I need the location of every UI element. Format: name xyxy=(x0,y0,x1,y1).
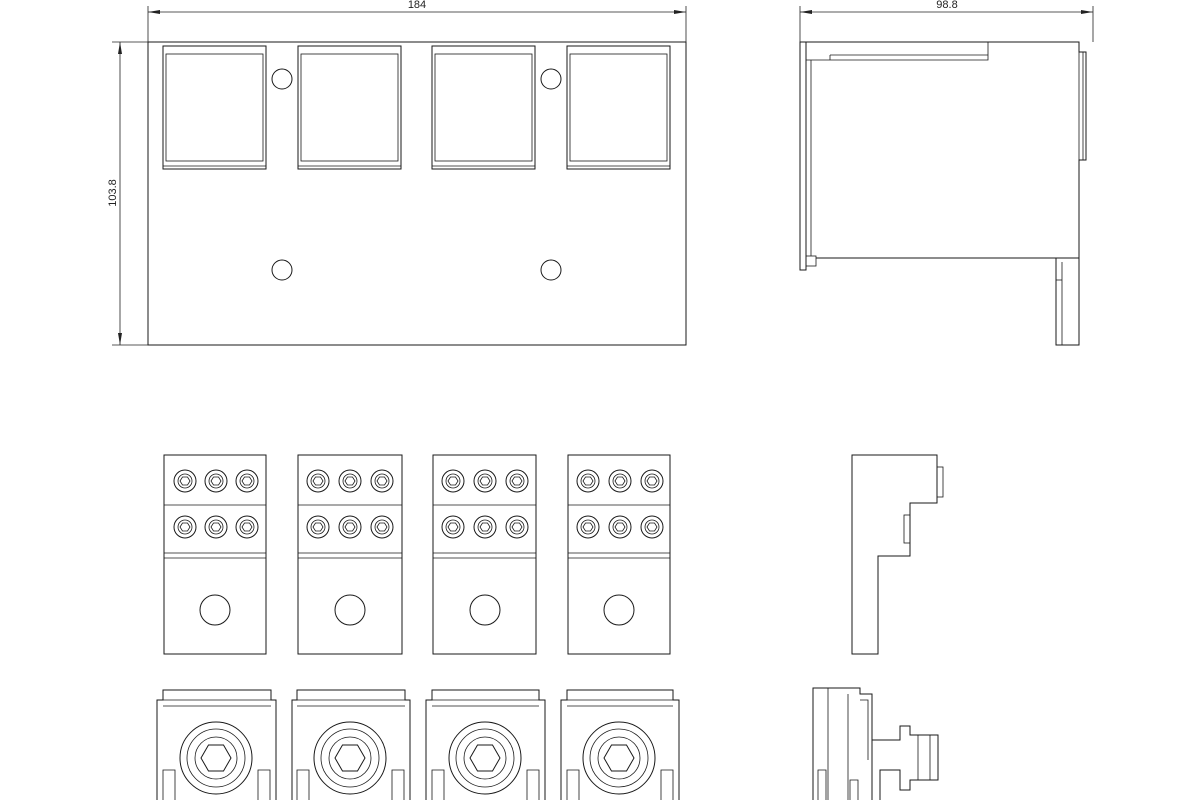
height-dimension-label: 103.8 xyxy=(107,179,119,207)
screw-icon xyxy=(306,469,330,493)
hex-bolt-icon xyxy=(448,721,522,795)
screw-icon xyxy=(173,469,197,493)
hex-bolt-icon xyxy=(179,721,253,795)
screw-icon xyxy=(576,515,600,539)
screw-icon xyxy=(505,469,529,493)
screw-icon xyxy=(441,515,465,539)
screw-icon xyxy=(204,469,228,493)
terminal-clamp xyxy=(291,689,411,800)
mount-hole xyxy=(540,259,562,281)
terminal-hole xyxy=(603,594,635,626)
screw-icon xyxy=(640,469,664,493)
screw-icon xyxy=(441,469,465,493)
width-dimension: 184 xyxy=(147,0,687,42)
screw-icon xyxy=(505,515,529,539)
screw-icon xyxy=(235,515,259,539)
terminal-block xyxy=(432,454,537,655)
screw-icon xyxy=(338,469,362,493)
terminal-clamp xyxy=(425,689,546,800)
screw-icon xyxy=(608,515,632,539)
mount-hole xyxy=(271,259,293,281)
screw-icon xyxy=(370,515,394,539)
width-dimension-label: 184 xyxy=(408,0,426,11)
window-2 xyxy=(297,45,402,170)
depth-dimension-label: 98.8 xyxy=(936,0,957,11)
side-view: 98.8 xyxy=(799,0,1094,346)
screw-icon xyxy=(473,515,497,539)
height-dimension: 103.8 xyxy=(107,41,148,346)
screw-icon xyxy=(608,469,632,493)
terminal-hole xyxy=(469,594,501,626)
depth-dimension: 98.8 xyxy=(799,0,1094,42)
terminal-block xyxy=(163,454,267,655)
clamp-side-profile xyxy=(812,687,939,800)
screw-icon xyxy=(640,515,664,539)
screw-icon xyxy=(576,469,600,493)
terminal-block xyxy=(297,454,403,655)
screw-icon xyxy=(204,515,228,539)
screw-icon xyxy=(370,469,394,493)
terminal-clamp xyxy=(156,689,277,800)
terminal-hole xyxy=(334,594,366,626)
window-3 xyxy=(431,45,536,170)
terminal-block xyxy=(567,454,671,655)
terminal-side-profile xyxy=(851,454,944,655)
hex-bolt-icon xyxy=(313,721,387,795)
screw-icon xyxy=(235,469,259,493)
screw-icon xyxy=(173,515,197,539)
window-4 xyxy=(566,45,671,170)
window-1 xyxy=(162,45,267,170)
screw-icon xyxy=(306,515,330,539)
front-view: 184 103.8 xyxy=(107,0,687,346)
terminal-clamp xyxy=(560,689,680,800)
mount-hole xyxy=(271,68,293,90)
terminal-clamps-front xyxy=(156,689,680,800)
front-windows xyxy=(162,45,671,170)
screw-icon xyxy=(338,515,362,539)
terminal-blocks-top xyxy=(163,454,671,655)
mount-hole xyxy=(540,68,562,90)
screw-icon xyxy=(473,469,497,493)
terminal-hole xyxy=(199,594,231,626)
hex-bolt-icon xyxy=(582,721,656,795)
